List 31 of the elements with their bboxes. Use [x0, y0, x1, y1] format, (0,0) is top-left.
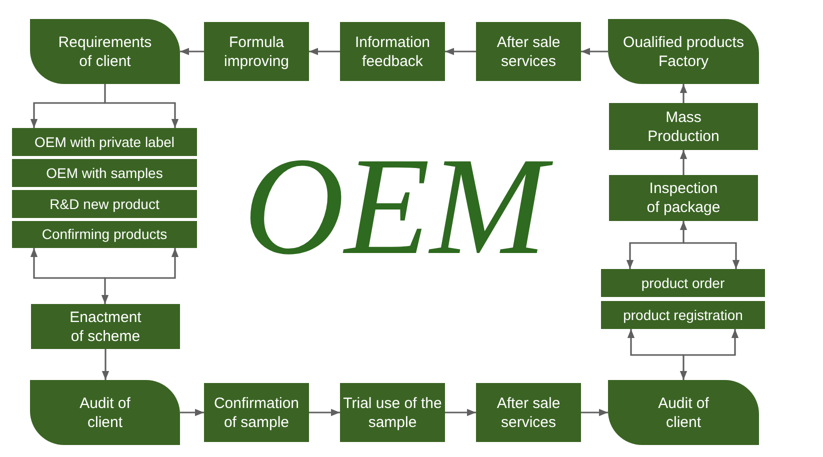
- arrow: [581, 408, 608, 416]
- terminal-box: Oualified products Factory: [608, 19, 759, 84]
- process-box: product order: [601, 269, 765, 297]
- arrow: [180, 408, 204, 416]
- process-box: Enactment of scheme: [31, 304, 180, 349]
- process-box: Inspection of package: [609, 175, 758, 221]
- arrow: [309, 48, 340, 56]
- arrow: [180, 48, 204, 56]
- process-box: OEM with samples: [12, 159, 197, 187]
- process-box: Confirmation of sample: [204, 383, 309, 442]
- arrow: [102, 349, 110, 380]
- arrow: [309, 408, 340, 416]
- process-box: After sale services: [476, 22, 581, 81]
- arrow: [445, 48, 476, 56]
- arrow: [680, 150, 688, 175]
- process-box: product registration: [601, 301, 765, 329]
- process-box: After sale services: [476, 383, 581, 442]
- process-box: Formula improving: [204, 22, 309, 81]
- process-box: Information feedback: [340, 22, 445, 81]
- terminal-box: Audit of client: [30, 380, 180, 445]
- arrow: [680, 84, 688, 103]
- process-box: Trial use of the sample: [340, 383, 445, 442]
- process-box: OEM with private label: [12, 128, 197, 156]
- arrow: [581, 48, 608, 56]
- process-box: R&D new product: [12, 190, 197, 218]
- terminal-box: Requirements of client: [30, 19, 180, 84]
- oem-heading: OEM: [215, 137, 575, 277]
- arrow: [445, 408, 476, 416]
- process-box: Confirming products: [12, 221, 197, 248]
- terminal-box: Audit of client: [608, 380, 759, 445]
- process-box: Mass Production: [609, 103, 758, 150]
